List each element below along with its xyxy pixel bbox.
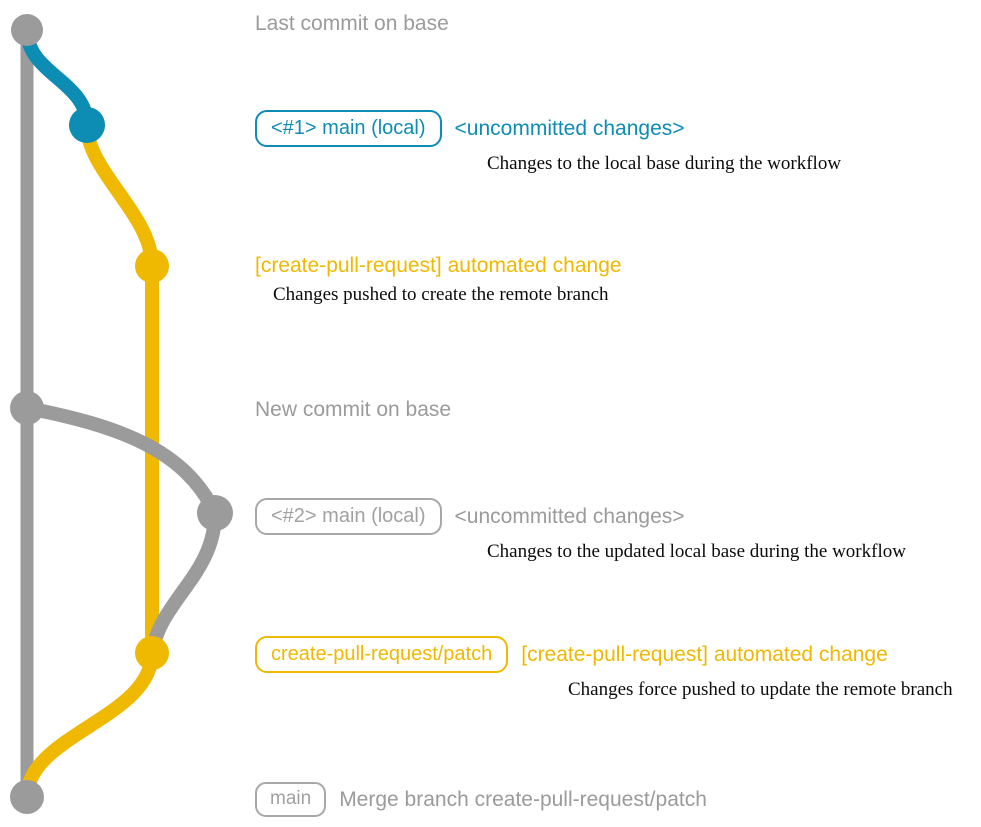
commit-body-automated-change-2: Changes force pushed to update the remot… [568,679,953,700]
branch-badge-merge-commit[interactable]: main [255,782,327,817]
commit-row-line: New commit on base [255,398,451,422]
commit-subject-local-2: <uncommitted changes> [454,504,685,528]
commit-node-patch-2[interactable] [135,636,169,670]
edge-local2-to-patch2 [145,506,222,660]
branch-badge-local-2[interactable]: <#2> main (local) [255,498,442,535]
edge-patch2-to-merge [20,646,159,804]
edge-basenew-to-local2 [20,401,222,520]
commit-node-local-2[interactable] [197,495,233,531]
branch-badge-local-1[interactable]: <#1> main (local) [255,110,442,147]
commit-node-local-1[interactable] [69,107,105,143]
commit-subject-last-commit-on-base: Last commit on base [255,12,449,35]
commit-row-line: <#2> main (local) <uncommitted changes> [255,498,906,535]
commit-body-local-1: Changes to the local base during the wor… [487,153,842,174]
commit-subject-local-1: <uncommitted changes> [454,116,685,140]
commit-body-automated-change-1: Changes pushed to create the remote bran… [273,284,609,305]
commit-row: Last commit on base [255,12,449,36]
commit-row: main Merge branch create-pull-request/pat… [255,782,707,817]
commit-row: New commit on base [255,398,451,422]
commit-node-base-new[interactable] [10,391,44,425]
commit-row-line: <#1> main (local) <uncommitted changes> [255,110,841,147]
commit-row-line: Last commit on base [255,12,449,36]
commit-row: <#1> main (local) <uncommitted changes> Ch… [255,110,841,175]
commit-row: <#2> main (local) <uncommitted changes> Ch… [255,498,906,563]
commit-node-merge[interactable] [10,780,44,814]
commit-row-line: [create-pull-request] automated change [255,254,622,278]
commit-row-line: main Merge branch create-pull-request/pat… [255,782,707,817]
commit-node-base-last[interactable] [11,14,43,46]
commit-node-patch-1[interactable] [135,249,169,283]
commit-subject-automated-change-1: [create-pull-request] automated change [255,254,622,277]
commit-subject-merge-commit: Merge branch create-pull-request/patch [339,787,707,811]
commit-graph [10,14,233,814]
commit-subject-new-commit-on-base: New commit on base [255,398,452,421]
commit-row: create-pull-request/patch [create-pull-re… [255,636,953,701]
commit-subject-automated-change-2: [create-pull-request] automated change [521,642,888,666]
commit-body-local-2: Changes to the updated local base during… [487,541,906,562]
branch-badge-automated-change-2[interactable]: create-pull-request/patch [255,636,509,673]
commit-row-line: create-pull-request/patch [create-pull-re… [255,636,953,673]
